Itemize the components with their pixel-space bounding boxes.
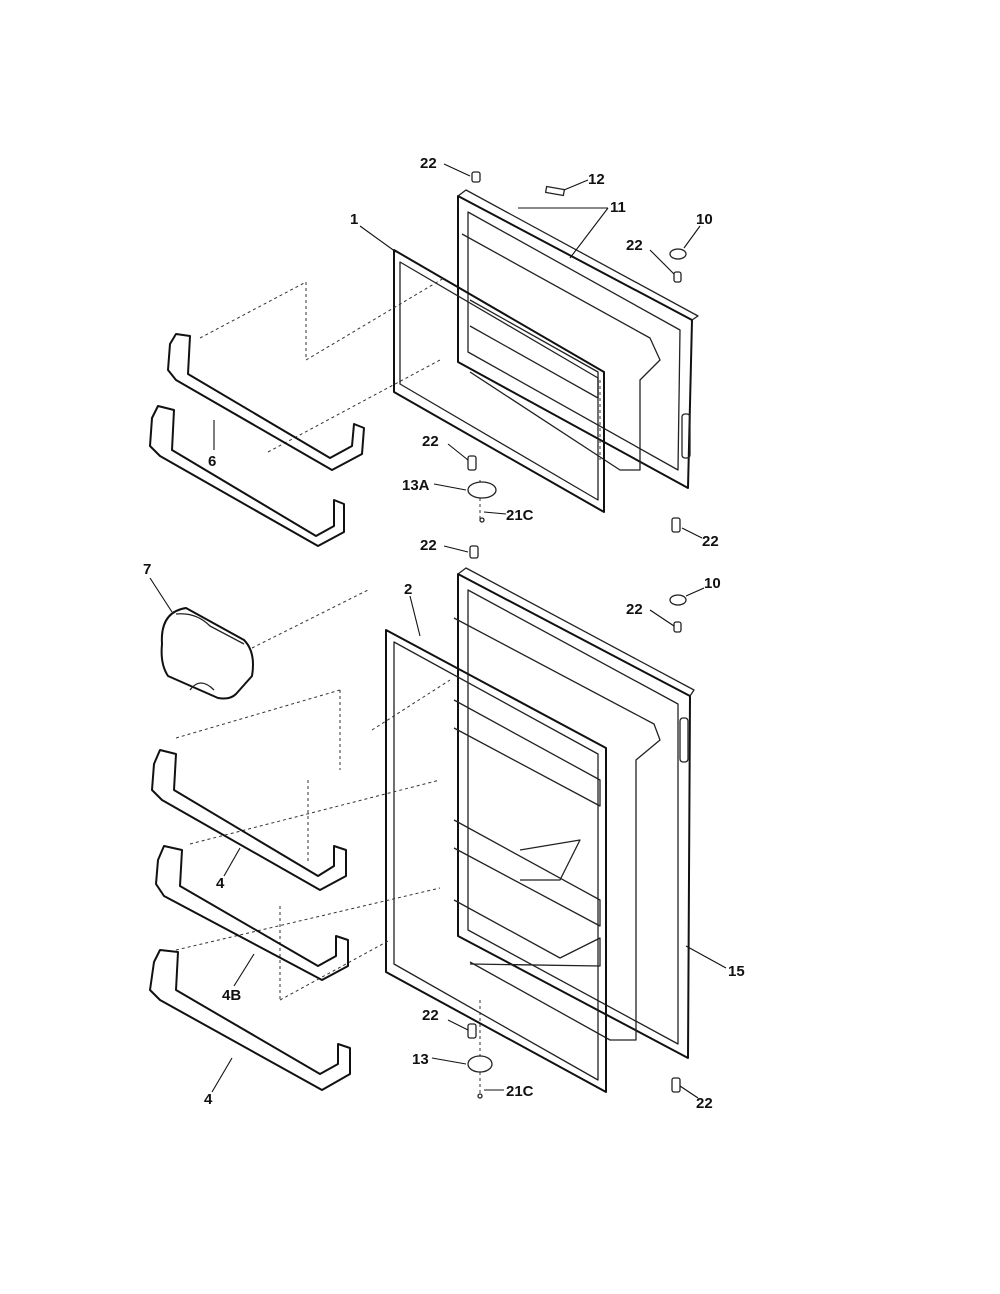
freezer-door-stop-icon (671, 517, 681, 533)
label-freezer-door: 11 (610, 199, 626, 216)
butter-dish-part (160, 607, 254, 700)
bottom-hinge-pin-icon (467, 1023, 477, 1039)
label-top-plug: 10 (696, 211, 713, 228)
fresh-door-assembly (175, 567, 695, 1094)
freezer-door-edge (457, 189, 699, 321)
label-shelf-a: 4 (216, 875, 225, 892)
top-hinge-screw-icon (471, 171, 481, 183)
shelf-b-part (155, 845, 349, 981)
label-top-hinge-screw: 22 (420, 155, 437, 172)
label-handle-trim: 12 (588, 171, 605, 188)
leader-lines (149, 163, 727, 1099)
label-freezer-gasket: 1 (350, 211, 358, 228)
fresh-door-outer (457, 573, 691, 1059)
mid-hinge-icon (467, 481, 497, 499)
label-bottom-hinge-screw: 21C (506, 1083, 534, 1100)
label-freezer-shelf: 6 (208, 453, 216, 470)
label-freezer-door-stop: 22 (702, 533, 719, 550)
label-fresh-door: 15 (728, 963, 745, 980)
label-shelf-c: 4 (204, 1091, 213, 1108)
lower-plug-icon (669, 594, 687, 606)
label-fresh-door-stop: 22 (696, 1095, 713, 1112)
freezer-door-inner-panel (467, 211, 681, 471)
lower-plug-screw-icon (673, 621, 682, 633)
freezer-liner (461, 233, 661, 471)
handle-trim-icon (544, 185, 566, 197)
freezer-gasket-part (393, 249, 605, 513)
fresh-door-stop-icon (671, 1077, 681, 1093)
label-bottom-hinge-pin: 22 (422, 1007, 439, 1024)
label-mid-hinge-pin-upper: 22 (422, 433, 439, 450)
freezer-door-assembly (199, 189, 699, 520)
fresh-door-inner-panel (467, 589, 679, 1045)
top-plug-screw-icon (673, 271, 682, 283)
label-top-plug-screw: 22 (626, 237, 643, 254)
freezer-handle-slot (681, 413, 691, 459)
mid-hinge-pin-upper-icon (467, 455, 477, 471)
label-mid-hinge-screw: 21C (506, 507, 534, 524)
mid-hinge-pin-lower-icon (469, 545, 479, 559)
label-fresh-gasket: 2 (404, 581, 412, 598)
freezer-shelf-part (149, 333, 365, 547)
label-mid-hinge: 13A (402, 477, 430, 494)
label-lower-plug: 10 (704, 575, 721, 592)
fresh-hardware (467, 545, 687, 1099)
fresh-gasket-part (385, 629, 607, 1093)
shelf-a-part (151, 749, 347, 891)
freezer-hardware (467, 171, 687, 533)
label-bottom-hinge: 13 (412, 1051, 429, 1068)
bottom-hinge-icon (467, 1055, 493, 1073)
fresh-shelves (149, 749, 351, 1091)
label-butter-dish: 7 (143, 561, 151, 578)
shelf-c-part (149, 949, 351, 1091)
label-mid-hinge-pin-lower: 22 (420, 537, 437, 554)
top-plug-icon (669, 248, 687, 260)
fresh-handle-slot (679, 717, 689, 763)
label-shelf-b: 4B (222, 987, 241, 1004)
freezer-door-outer (457, 195, 693, 489)
callout-labels: 22 12 11 10 22 1 6 22 13A 21C 22 22 7 2 … (143, 155, 745, 1112)
label-lower-plug-screw: 22 (626, 601, 643, 618)
